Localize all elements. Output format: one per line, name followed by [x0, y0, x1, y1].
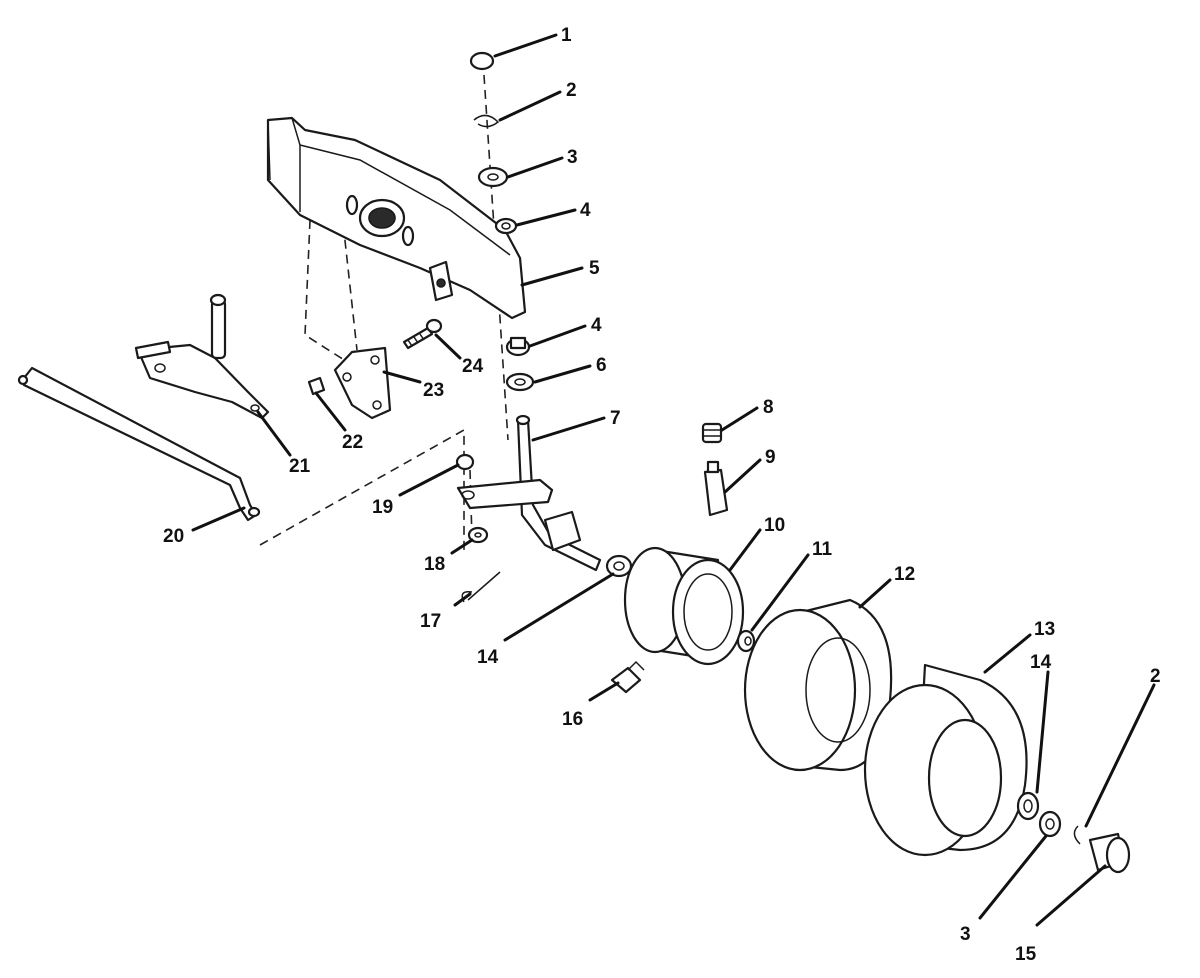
callout-22: 22: [342, 432, 363, 453]
callout-4-lower: 4: [591, 315, 602, 336]
callout-7: 7: [610, 408, 621, 429]
callout-4-upper: 4: [580, 200, 591, 221]
part-6-washer: [505, 372, 535, 392]
part-16-grease-fitting: [610, 660, 645, 694]
callout-2: 2: [566, 80, 577, 101]
part-5-axle-beam: [266, 116, 527, 320]
part-22-nut: [307, 376, 326, 396]
part-24-bolt: [402, 318, 443, 350]
part-18-washer: [467, 526, 489, 544]
part-14-washer-left: [605, 554, 633, 578]
part-4-bushing-upper: [494, 217, 518, 235]
part-4-bushing-lower: [505, 336, 531, 357]
callout-labels: 1 2 3 4 5 4 6 7 8 9 10 11 12 13 14 14 2 …: [163, 25, 1161, 965]
part-9-grease-fitting: [703, 460, 729, 517]
callout-20: 20: [163, 526, 184, 547]
part-21-steering-arm: [134, 293, 270, 420]
part-11-bushing: [736, 629, 756, 653]
callout-23: 23: [423, 380, 444, 401]
part-13-tire: [863, 663, 1028, 857]
part-7-spindle: [456, 414, 602, 572]
callout-14-left: 14: [477, 647, 499, 668]
callout-1: 1: [561, 25, 572, 46]
part-20-drag-link: [17, 366, 261, 522]
part-15-hub-cap: [1088, 832, 1131, 874]
part-10-rim: [623, 546, 745, 666]
callout-12: 12: [894, 564, 915, 585]
callout-18: 18: [424, 554, 445, 575]
callout-10: 10: [764, 515, 785, 536]
part-12-tire: [743, 598, 893, 772]
callout-3-right: 3: [960, 924, 971, 945]
callout-13: 13: [1034, 619, 1055, 640]
part-2-clip: [473, 114, 500, 128]
callout-24: 24: [462, 356, 484, 377]
part-3-washer-right: [1038, 810, 1062, 838]
callout-16: 16: [562, 709, 583, 730]
callout-15: 15: [1015, 944, 1037, 965]
part-3-washer: [477, 166, 509, 188]
callout-8: 8: [763, 397, 774, 418]
leader-lines: [191, 33, 1156, 927]
part-8-fitting-cap: [701, 422, 723, 444]
part-2-clip-right: [1073, 825, 1081, 845]
callout-17: 17: [420, 611, 441, 632]
part-19-washer: [455, 453, 475, 471]
callout-3: 3: [567, 147, 578, 168]
callout-11: 11: [812, 539, 833, 560]
callout-19: 19: [372, 497, 393, 518]
callout-6: 6: [596, 355, 607, 376]
callout-2-right: 2: [1150, 666, 1161, 687]
part-14-washer-right: [1016, 791, 1040, 821]
part-17-cotter-pin: [461, 571, 501, 603]
part-1-cap: [469, 51, 495, 71]
callout-9: 9: [765, 447, 776, 468]
part-23-bracket: [333, 346, 392, 420]
callout-14-right: 14: [1030, 652, 1052, 673]
callout-5: 5: [589, 258, 600, 279]
callout-21: 21: [289, 456, 311, 477]
